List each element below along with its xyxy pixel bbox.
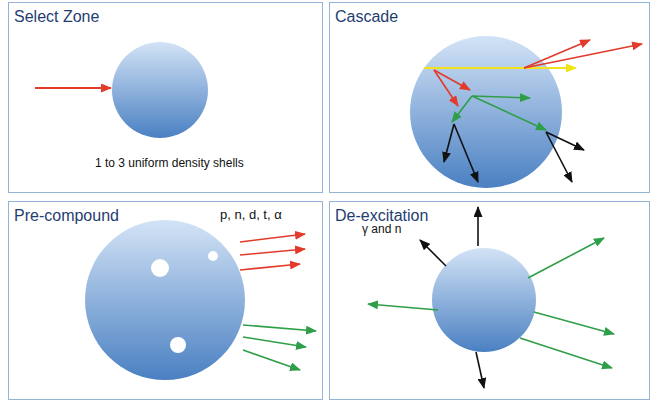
incident-arrow [35, 87, 111, 89]
red-arrow [524, 44, 642, 68]
red-arrow [524, 40, 590, 68]
green-arrow [534, 312, 614, 334]
green-arrow [243, 350, 300, 370]
panel-note: p, n, d, t, α [220, 208, 282, 222]
black-arrow [420, 240, 446, 266]
hole [208, 251, 218, 261]
nucleus-sphere [432, 248, 536, 352]
nucleus-sphere [85, 220, 245, 380]
green-arrow [520, 338, 612, 368]
green-arrow [472, 96, 546, 130]
nucleus-sphere [410, 36, 562, 188]
green-arrow [368, 304, 438, 310]
stage-panel: Select Zone 1 to 3 uniform density shells [8, 2, 323, 193]
red-arrow [240, 249, 305, 255]
stage-panel: Pre-compound p, n, d, t, α [8, 201, 323, 400]
panel-title: Pre-compound [14, 206, 119, 225]
black-arrow [546, 132, 584, 150]
panel-title: Select Zone [14, 7, 99, 26]
nucleus-sphere [112, 42, 208, 138]
green-arrow [243, 337, 306, 347]
black-arrow [477, 207, 479, 246]
green-arrow [452, 96, 472, 122]
hole [170, 337, 186, 353]
panel-note: γ and n [362, 222, 401, 236]
red-arrow [434, 70, 458, 106]
panel-title: Cascade [335, 7, 398, 26]
green-arrow [472, 96, 530, 98]
stage-panel: Cascade [329, 2, 650, 193]
black-arrow [546, 132, 572, 182]
projectile-track [424, 67, 576, 69]
black-arrow [476, 352, 484, 388]
panel-note: 1 to 3 uniform density shells [95, 156, 244, 170]
green-arrow [243, 325, 316, 331]
stage-panel: De-excitationγ and n [329, 201, 650, 400]
red-arrow [434, 70, 470, 90]
black-arrow [454, 124, 478, 182]
red-arrow [240, 264, 300, 270]
black-arrow [444, 124, 454, 162]
hole [151, 259, 169, 277]
green-arrow [528, 238, 604, 278]
red-arrow [240, 234, 305, 242]
